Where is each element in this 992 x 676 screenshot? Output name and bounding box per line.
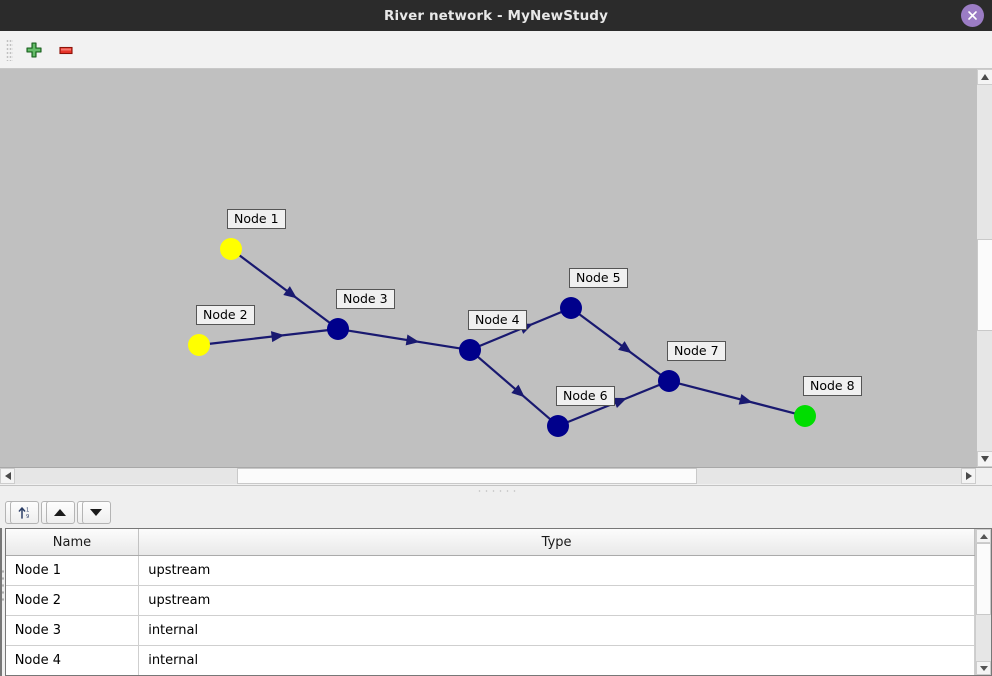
edge-arrow-icon: [283, 286, 297, 299]
node-sort-button[interactable]: 1 9: [9, 500, 39, 524]
branch-vertical-scrollbar[interactable]: [1, 529, 2, 675]
node-label[interactable]: Node 6: [556, 386, 615, 407]
network-node[interactable]: [327, 318, 349, 340]
node-label[interactable]: Node 1: [227, 209, 286, 230]
edge-arrow-icon: [270, 331, 285, 343]
edge-arrow-icon: [618, 341, 632, 354]
node-scroll-up-arrow[interactable]: [976, 529, 992, 543]
node-label[interactable]: Node 8: [803, 376, 862, 397]
node-vscroll-thumb[interactable]: [976, 543, 992, 615]
node-scroll-down-arrow[interactable]: [976, 661, 992, 675]
network-node[interactable]: [547, 415, 569, 437]
network-node[interactable]: [220, 238, 242, 260]
svg-text:9: 9: [26, 514, 29, 520]
window-title: River network - MyNewStudy: [384, 7, 608, 24]
network-node[interactable]: [560, 297, 582, 319]
network-node[interactable]: [188, 334, 210, 356]
node-label[interactable]: Node 4: [468, 310, 527, 331]
table-cell[interactable]: upstream: [138, 585, 976, 616]
network-node[interactable]: [459, 339, 481, 361]
edge-arrow-icon: [738, 393, 753, 405]
scroll-down-arrow[interactable]: [977, 451, 992, 467]
plus-icon: [26, 41, 42, 58]
canvas-horizontal-scrollbar[interactable]: [0, 468, 992, 486]
toolbar-grip[interactable]: [6, 38, 13, 61]
network-edge[interactable]: [208, 329, 329, 345]
canvas-hscroll-thumb[interactable]: [237, 468, 697, 484]
triangle-down-icon: [90, 508, 103, 516]
network-edge[interactable]: [578, 313, 662, 376]
node-label[interactable]: Node 7: [667, 341, 726, 362]
table-cell[interactable]: internal: [138, 645, 976, 675]
node-label[interactable]: Node 5: [569, 268, 628, 289]
vertical-splitter[interactable]: [0, 496, 5, 676]
delete-node-button[interactable]: [50, 35, 82, 65]
minus-icon: [59, 46, 73, 54]
node-vertical-scrollbar[interactable]: [975, 529, 992, 675]
canvas-vertical-scrollbar[interactable]: [976, 69, 992, 467]
network-edge[interactable]: [347, 329, 461, 350]
node-label[interactable]: Node 2: [196, 305, 255, 326]
network-node[interactable]: [794, 405, 816, 427]
close-icon[interactable]: [961, 4, 984, 27]
network-edge[interactable]: [476, 355, 552, 421]
main-toolbar: [0, 31, 992, 69]
table-cell[interactable]: Node 3: [5, 615, 140, 646]
node-move-down-button[interactable]: [81, 500, 111, 524]
node-toolbar: 1 9: [5, 496, 992, 528]
edge-arrow-icon: [405, 334, 420, 346]
splitter-grip: [476, 489, 516, 493]
table-cell[interactable]: Node 4: [5, 645, 140, 675]
table-cell[interactable]: Node 1: [5, 555, 140, 586]
sort-icon: 1 9: [18, 506, 29, 520]
vertical-splitter-grip: [0, 568, 5, 604]
canvas-vscroll-thumb[interactable]: [977, 239, 992, 331]
network-graph[interactable]: [0, 69, 976, 467]
table-cell[interactable]: Node 2: [5, 585, 140, 616]
network-edge[interactable]: [678, 382, 796, 415]
network-node[interactable]: [658, 370, 680, 392]
scroll-left-arrow[interactable]: [0, 468, 15, 484]
column-header[interactable]: Type: [138, 529, 976, 556]
add-node-button[interactable]: [18, 35, 50, 65]
network-edge[interactable]: [238, 254, 331, 324]
node-label[interactable]: Node 3: [336, 289, 395, 310]
triangle-up-icon: [54, 508, 67, 516]
scroll-right-arrow[interactable]: [961, 468, 976, 484]
network-canvas[interactable]: Node 1 Node 2 Node 3 Node 4 Node 5 Node 6 Node…: [0, 69, 992, 468]
scroll-up-arrow[interactable]: [977, 69, 992, 85]
svg-text:1: 1: [26, 507, 29, 513]
edge-arrow-icon: [511, 384, 525, 398]
table-cell[interactable]: internal: [138, 615, 976, 646]
edge-arrow-icon: [612, 397, 627, 409]
title-bar: River network - MyNewStudy: [0, 0, 992, 31]
table-cell[interactable]: upstream: [138, 555, 976, 586]
horizontal-splitter[interactable]: [0, 486, 992, 496]
column-header[interactable]: Name: [5, 529, 140, 556]
node-move-up-button[interactable]: [45, 500, 75, 524]
